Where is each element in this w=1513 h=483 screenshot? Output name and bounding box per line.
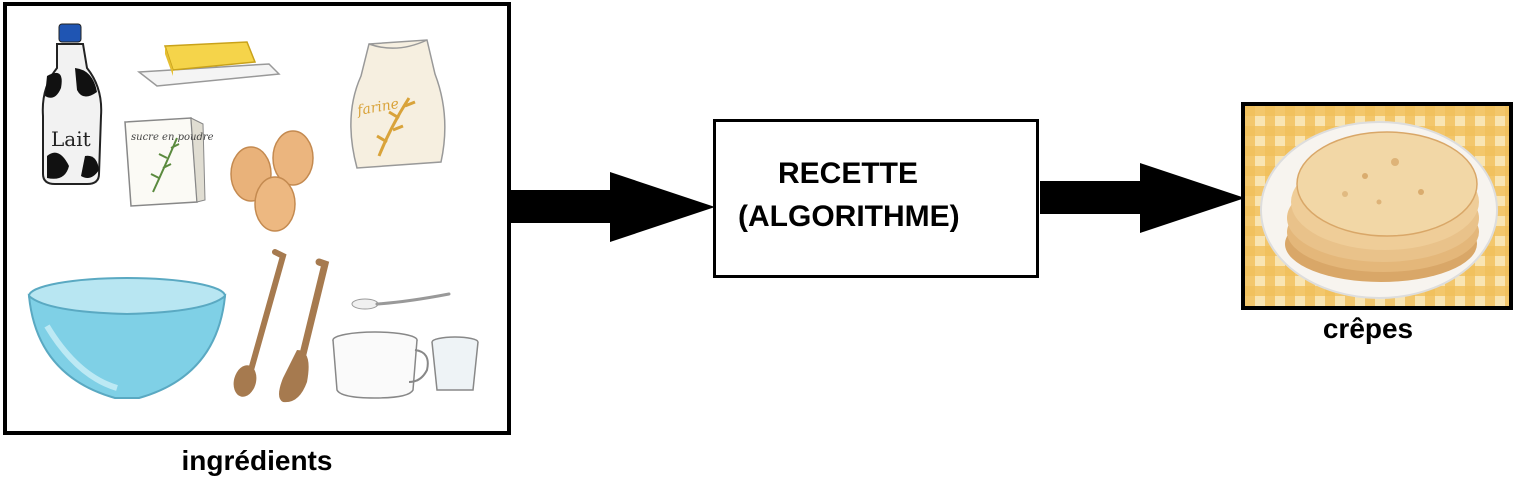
crepes-illustration — [1245, 106, 1509, 306]
ingredients-caption: ingrédients — [181, 445, 333, 476]
eggs-icon — [230, 130, 314, 232]
sugar-box-icon: sucre en poudre — [124, 117, 214, 207]
wooden-spoons-icon — [233, 249, 330, 403]
arrow-right-icon — [510, 172, 715, 242]
ingredients-illustration: Lait sucre en poudre farin — [27, 23, 479, 403]
milk-label: Lait — [51, 127, 91, 151]
flour-sack-icon: farine — [350, 39, 446, 169]
spoon-icon — [351, 292, 451, 310]
ingredients-image: Lait sucre en poudre farin — [3, 2, 511, 435]
crepes-caption: crêpes — [1322, 313, 1414, 344]
crepe-stack-icon — [1285, 131, 1479, 282]
flour-label: farine — [355, 96, 400, 119]
bowl-icon — [27, 277, 227, 399]
sugar-label: sucre en poudre — [131, 132, 214, 143]
recipe-subtitle: (ALGORITHME) — [738, 200, 960, 233]
glass-icon — [431, 336, 479, 391]
cup-icon — [332, 331, 429, 399]
recipe-title: RECETTE — [778, 157, 919, 190]
crepes-image — [1241, 102, 1513, 310]
milk-bottle-icon: Lait — [41, 23, 103, 185]
recipe-box: RECETTE (ALGORITHME) — [713, 119, 1039, 278]
arrow-right-icon — [1040, 163, 1245, 233]
butter-icon — [136, 41, 281, 87]
